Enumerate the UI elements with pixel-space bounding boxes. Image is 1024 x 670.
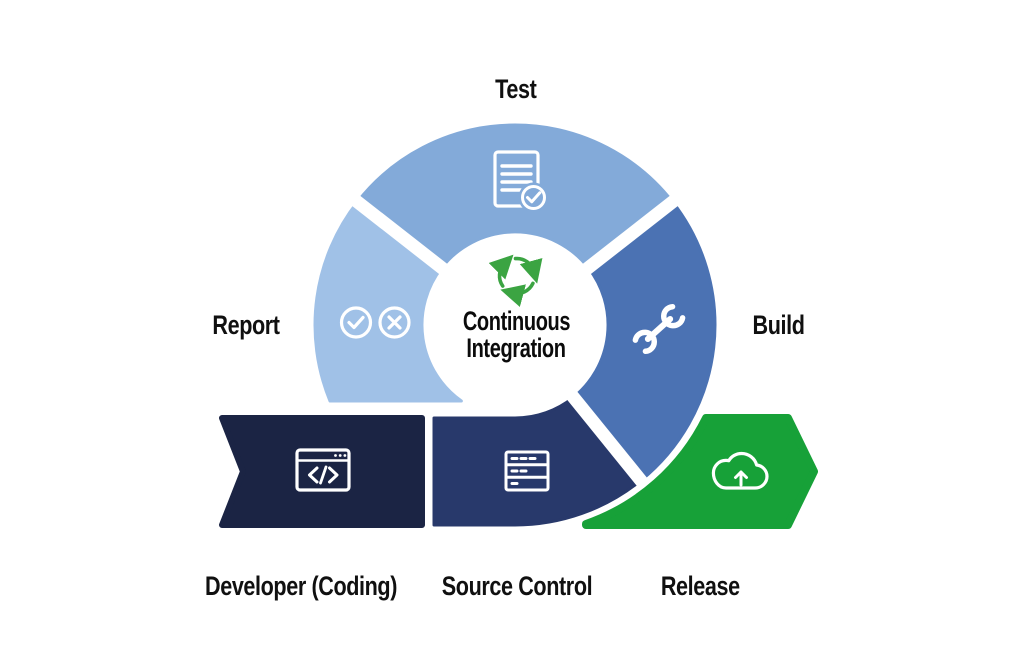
cloud-upload-icon [711,451,769,490]
segment-gaps [341,187,689,493]
source-control-segment [432,395,643,527]
label-source-control: Source Control [441,571,593,601]
label-test: Test [495,74,537,104]
document-check-badge [521,185,546,210]
code-window-icon [295,448,351,492]
test-segment [355,123,675,270]
sync-cycle-icon [488,254,543,307]
code-window-dots [334,454,347,457]
pass-fail-icon [339,306,411,339]
wrench-icon [632,303,686,355]
developer-banner [219,415,425,528]
document-check-icon [493,150,540,208]
label-developer: Developer (Coding) [204,571,397,601]
center-label: Continuous Integration [462,306,570,363]
server-stack-icon [504,450,550,492]
label-report: Report [212,310,280,340]
report-segment [313,200,463,403]
center-hub [424,234,606,416]
release-arrow [582,414,818,529]
label-release: Release [660,571,740,601]
build-segment [572,200,717,482]
label-build: Build [752,310,804,340]
